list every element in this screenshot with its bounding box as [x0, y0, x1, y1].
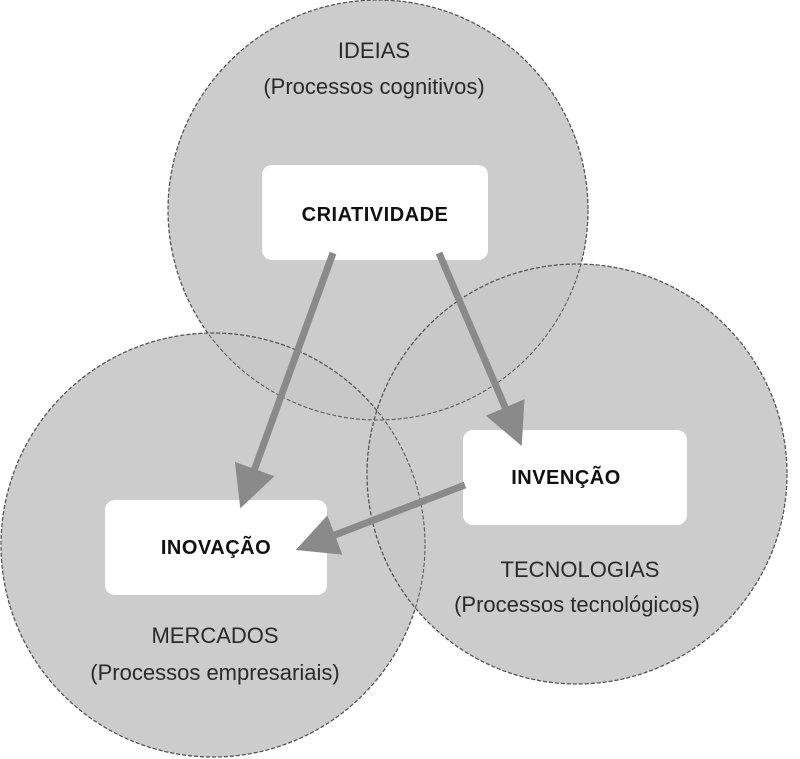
ideias-title: IDEIAS [338, 38, 410, 63]
mercados-title: MERCADOS [151, 623, 278, 648]
label-criatividade: CRIATIVIDADE [302, 204, 449, 226]
arrow-criatividade-to-invencao [435, 251, 525, 447]
mercados-subtitle: (Processos empresariais) [90, 660, 339, 685]
arrow-invencao-to-inovacao [295, 481, 467, 555]
box-inovacao [105, 500, 327, 595]
label-inovacao: INOVAÇÃO [161, 536, 271, 559]
label-invencao: INVENÇÃO [511, 466, 621, 489]
box-criatividade [262, 165, 488, 260]
circle-mercados-outline [0, 332, 426, 758]
box-invencao [463, 430, 687, 525]
circle-tecnologias-outline [366, 263, 788, 685]
arrow-criatividade-to-inovacao [234, 251, 337, 509]
tecnologias-title: TECNOLOGIAS [501, 557, 660, 582]
ideias-subtitle: (Processos cognitivos) [263, 74, 484, 99]
circle-ideias-outline [167, 0, 589, 421]
tecnologias-subtitle: (Processos tecnológicos) [454, 592, 700, 617]
